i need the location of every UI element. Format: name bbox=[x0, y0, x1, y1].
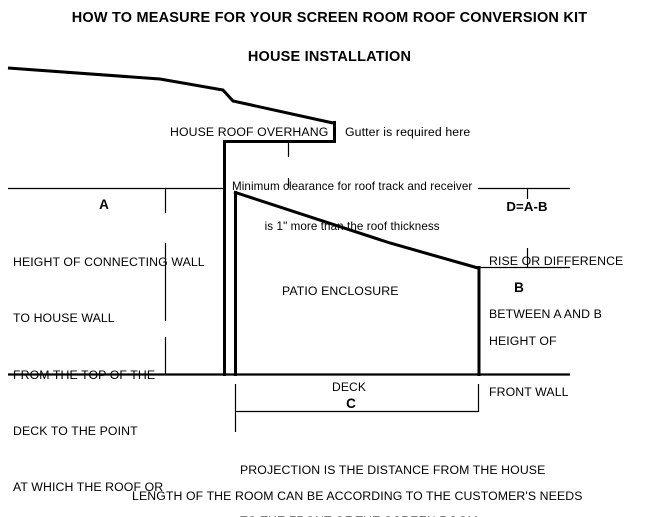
label-patio-enclosure: PATIO ENCLOSURE bbox=[282, 284, 399, 298]
dimension-c-description: PROJECTION IS THE DISTANCE FROM THE HOUS… bbox=[240, 428, 545, 517]
dimension-a-description: HEIGHT OF CONNECTING WALL TO HOUSE WALL … bbox=[13, 216, 205, 517]
dimension-a-line-1: HEIGHT OF CONNECTING WALL bbox=[13, 255, 205, 270]
dimension-a-line-2: TO HOUSE WALL bbox=[13, 311, 115, 326]
footer-note: LENGTH OF THE ROOM CAN BE ACCORDING TO T… bbox=[132, 489, 583, 503]
dimension-d-line-2: BETWEEN A AND B bbox=[489, 307, 602, 322]
dimension-d-line-1: RISE OR DIFFERENCE bbox=[489, 253, 624, 268]
enclosure-roof-line bbox=[233, 190, 479, 270]
dimension-a-line-3: FROM THE TOP OF THE bbox=[13, 367, 156, 382]
dimension-b-line-2: FRONT WALL bbox=[489, 384, 569, 399]
dimension-a-line-5: AT WHICH THE ROOF OR bbox=[13, 479, 164, 494]
page-title: HOW TO MEASURE FOR YOUR SCREEN ROOM ROOF… bbox=[71, 10, 588, 26]
note-clearance-line-2: is 1" more than the roof thickness bbox=[264, 220, 440, 234]
dimension-a-letter: A bbox=[99, 197, 109, 212]
dimension-b-line-1: HEIGHT OF bbox=[489, 333, 557, 348]
label-deck: DECK bbox=[332, 380, 367, 394]
dimension-a-line-4: DECK TO THE POINT bbox=[13, 423, 138, 438]
label-gutter-required: Gutter is required here bbox=[345, 125, 471, 139]
house-roof-line bbox=[7, 66, 334, 125]
page-subtitle: HOUSE INSTALLATION bbox=[247, 49, 412, 65]
dimension-b-description: HEIGHT OF FRONT WALL bbox=[489, 299, 569, 435]
dimension-b-letter: B bbox=[514, 280, 524, 295]
note-clearance-line-1: Minimum clearance for roof track and rec… bbox=[232, 179, 473, 193]
dimension-c-line-1: PROJECTION IS THE DISTANCE FROM THE HOUS… bbox=[240, 462, 546, 477]
dimension-d-description: RISE OR DIFFERENCE BETWEEN A AND B bbox=[489, 217, 623, 360]
note-minimum-clearance: Minimum clearance for roof track and rec… bbox=[232, 153, 472, 261]
dimension-d-letter: D=A-B bbox=[506, 199, 548, 214]
dimension-c-line-2: TO THE FRONT OF THE SCREEN ROOM, bbox=[240, 513, 545, 517]
label-house-roof-overhang: HOUSE ROOF OVERHANG bbox=[170, 125, 329, 139]
dimension-c-letter: C bbox=[346, 396, 356, 411]
